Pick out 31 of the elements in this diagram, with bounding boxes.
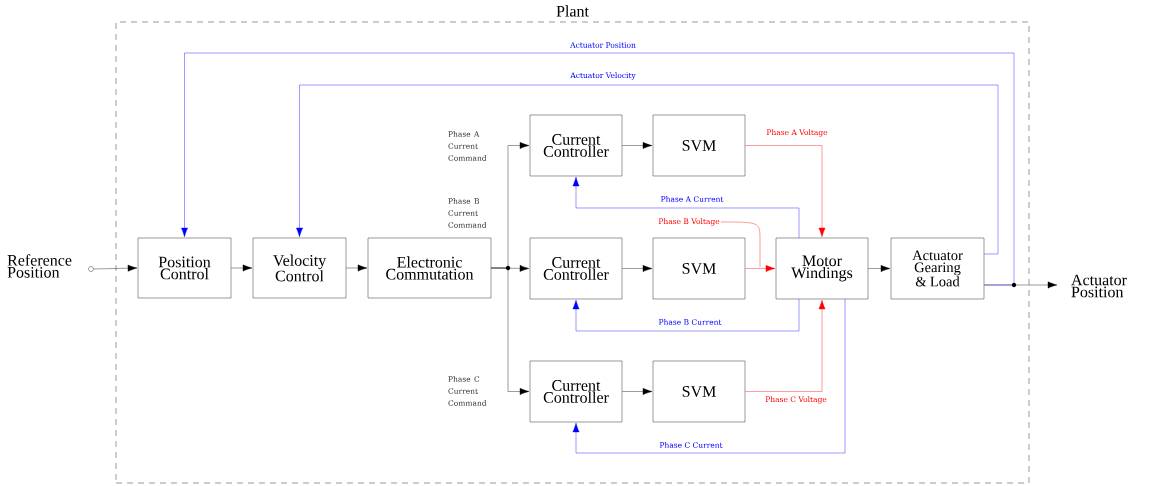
arrow bbox=[572, 176, 800, 238]
block-box: Actuator Gearing & Load bbox=[890, 237, 985, 300]
block-box: SVM bbox=[652, 237, 746, 300]
output-label: Actuator Position bbox=[1071, 274, 1127, 298]
arrow bbox=[572, 299, 846, 454]
frame-title: Plant bbox=[556, 5, 589, 17]
arrow bbox=[622, 142, 653, 149]
input-label: Reference Position bbox=[7, 254, 72, 278]
block-box: SVM bbox=[652, 360, 746, 423]
arrow bbox=[622, 265, 653, 272]
arrow bbox=[745, 145, 826, 238]
leader-line bbox=[720, 221, 761, 268]
arrow bbox=[745, 265, 776, 272]
arrow bbox=[93, 264, 138, 272]
block-box: Velocity Control bbox=[252, 237, 347, 299]
arrow bbox=[231, 264, 253, 272]
block-box: Electronic Commutation bbox=[367, 237, 492, 299]
block-box: Current Controller bbox=[529, 114, 623, 177]
arrow bbox=[491, 267, 530, 395]
block-box: Motor Windings bbox=[775, 237, 869, 300]
block-box: Position Control bbox=[137, 237, 232, 299]
arrow bbox=[296, 84, 999, 255]
arrow bbox=[745, 299, 826, 392]
arrow bbox=[622, 388, 653, 395]
arrow bbox=[572, 299, 800, 332]
block-box: SVM bbox=[652, 114, 746, 177]
arrow bbox=[181, 52, 1015, 286]
arrow bbox=[346, 264, 368, 272]
block-box: Current Controller bbox=[529, 237, 623, 300]
arrow bbox=[868, 265, 891, 272]
block-box: Current Controller bbox=[529, 360, 623, 423]
